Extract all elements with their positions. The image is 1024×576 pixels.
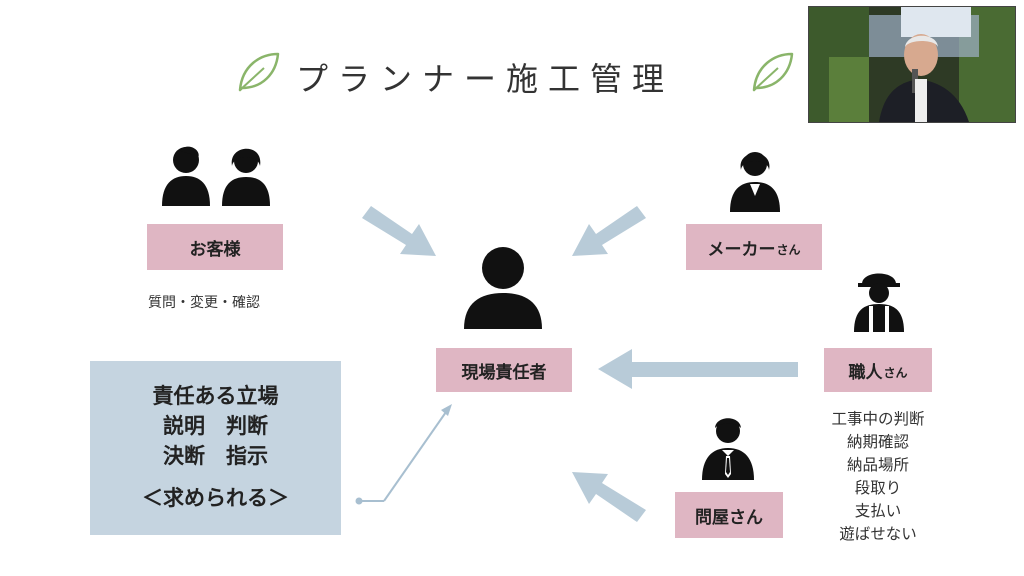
craftsman-label: 職人 [848,362,883,383]
leaf-icon [238,52,280,92]
center-label-box: 現場責任者 [436,348,572,392]
businesswoman-icon [730,152,780,212]
center-label: 現場責任者 [461,362,547,383]
connector-line [383,411,447,502]
webcam-video [808,6,1016,123]
leaf-icon [752,52,794,92]
craftsman-note-item: 段取り [854,479,902,497]
responsibility-footer: ＜求められる＞ [142,486,289,510]
arrow-wholesaler-to-center [572,472,646,522]
craftsman-note-item: 工事中の判断 [831,410,925,428]
craftsman-note-item: 遊ばせない [839,525,917,543]
craftsman-note-item: 納期確認 [846,433,909,451]
hardhat-worker-icon [854,273,904,332]
arrow-craftsman-to-center [598,349,798,389]
connector-arrowhead [441,404,452,416]
wholesaler-label: 問屋さん [695,507,763,528]
responsibility-line: 決断 指示 [163,444,268,468]
customer-label-box: お客様 [147,224,283,270]
customer-label: お客様 [189,239,241,260]
craftsman-notes: 工事中の判断 納期確認 納品場所 段取り 支払い 遊ばせない [808,408,948,546]
customer-note: 質問・変更・確認 [148,295,260,311]
craftsman-note-item: 支払い [854,502,902,520]
craftsman-suffix: さん [883,365,908,380]
maker-label-box: メーカーさん [686,224,822,270]
craftsman-note-item: 納品場所 [846,456,909,474]
person-icon [464,247,542,329]
businessman-icon [702,418,754,480]
responsibility-line: 責任ある立場 [152,384,279,408]
responsibility-box: 責任ある立場 説明 判断 決断 指示 ＜求められる＞ [90,361,341,535]
arrow-maker-to-center [572,206,646,256]
arrow-customer-to-center [362,206,436,256]
responsibility-line: 説明 判断 [163,414,268,438]
couple-icon [162,146,270,206]
craftsman-label-box: 職人さん [824,348,932,392]
page-title: プランナー施工管理 [296,60,675,98]
maker-label: メーカー [707,239,776,260]
wholesaler-label-box: 問屋さん [675,492,783,538]
maker-suffix: さん [776,242,801,257]
